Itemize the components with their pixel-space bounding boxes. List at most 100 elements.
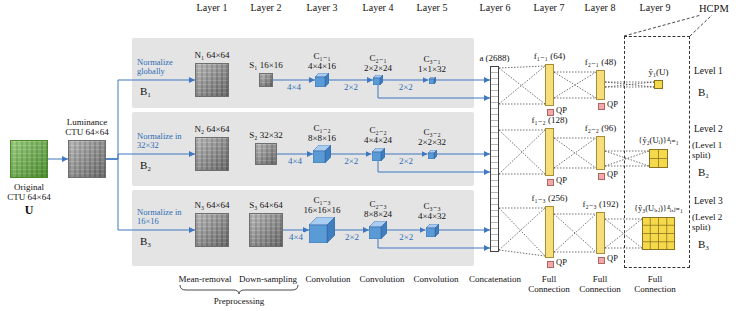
cube-face xyxy=(426,228,435,237)
arrow-connector xyxy=(439,230,491,231)
conv-feature-cube: C₃₋₃ 4×4×32 xyxy=(426,224,439,237)
stage-caption: Concatenation xyxy=(469,274,521,284)
connection-line xyxy=(499,208,545,256)
node-label-group: f₁₋₂ (128) xyxy=(532,115,568,125)
fc-layer-bar: f₂₋₁ (48) xyxy=(596,70,605,100)
stage-caption: Mean-removal xyxy=(179,274,232,284)
connection-line xyxy=(499,68,545,104)
node-label-group: ŷ₁(U) xyxy=(648,67,668,77)
layer-header: Layer 2 xyxy=(251,2,282,13)
cube-drawing xyxy=(429,77,436,84)
node-label: f₁₋₂ (128) xyxy=(532,115,568,125)
grid-line xyxy=(649,158,668,159)
connection-line xyxy=(499,130,545,174)
cube-face xyxy=(434,150,437,159)
connection-line xyxy=(499,104,545,105)
layer-header: Layer 5 xyxy=(417,2,448,13)
node-label: B₂ xyxy=(140,159,151,171)
layer-header: Layer 6 xyxy=(480,2,511,13)
cube-drawing xyxy=(313,145,331,163)
feature-map-image: N₁ 64×64 xyxy=(195,63,229,97)
fc-layer-bar: f₁₋₂ (128) xyxy=(545,128,554,176)
edge-label: 2×2 xyxy=(343,82,359,92)
node-label-group: C₂₋₃ 8×8×24 xyxy=(358,199,398,219)
connection-line xyxy=(605,151,649,166)
node-label-group: f₁₋₃ (256) xyxy=(532,193,568,203)
node-label-group: f₂₋₃ (192) xyxy=(583,199,619,209)
label-group: Layer 9 xyxy=(640,2,671,13)
node-label-group: Luminance CTU 64×64 xyxy=(64,117,110,137)
cube-face xyxy=(381,221,387,239)
cube-drawing xyxy=(426,224,439,237)
stage-caption: Preprocessing xyxy=(214,296,265,306)
preprocessing-brace xyxy=(180,285,298,294)
connection-line xyxy=(605,151,649,166)
cube-drawing xyxy=(373,75,383,85)
node-label-group: C₁₋₁ 4×4×16 xyxy=(302,51,342,71)
qp-label: QP xyxy=(556,176,567,186)
connection-line xyxy=(554,72,596,73)
connection-line xyxy=(554,214,596,215)
connection-line xyxy=(605,166,649,167)
stage-caption: Full Connection xyxy=(526,274,572,294)
arrow-connector xyxy=(378,85,490,98)
full-connection-lines xyxy=(499,130,545,174)
feature-map-image: S₁ 16×16 xyxy=(259,73,273,87)
node-label-group: C₂₋₁ 2×2×24 xyxy=(358,53,398,73)
layer-header: Layer 4 xyxy=(363,2,394,13)
full-connection-lines xyxy=(605,82,654,87)
arrow-connector xyxy=(106,154,195,159)
node-label: N₁ 64×64 xyxy=(195,50,230,60)
connection-line xyxy=(499,66,545,68)
node-label-group: C₃₋₃ 4×4×32 xyxy=(412,201,452,221)
label-group: QP xyxy=(607,100,618,110)
cube-face xyxy=(369,227,381,239)
edge-label: 2×2 xyxy=(344,232,360,242)
conv-feature-cube: C₃₋₂ 2×2×32 xyxy=(428,150,437,159)
edge-label: 4×4 xyxy=(287,156,303,166)
edge-label: 2×2 xyxy=(398,82,414,92)
cube-face xyxy=(381,148,385,161)
node-label-group: f₂₋₂ (96) xyxy=(585,123,616,133)
layer-header: Layer 7 xyxy=(534,2,565,13)
label-group: QP xyxy=(556,258,567,268)
qp-input-square xyxy=(598,103,605,110)
label-group: (Level 2 split) xyxy=(692,212,734,232)
level-label: (Level 1 split) xyxy=(692,140,734,160)
qp-label: QP xyxy=(607,254,618,264)
cube-face xyxy=(428,153,434,159)
edge-label-group: 2×2 xyxy=(398,156,414,166)
label-group: Level 1 xyxy=(694,66,723,77)
arrow-connector xyxy=(48,159,68,160)
label-group: Layer 1 xyxy=(197,2,228,13)
full-connection-lines xyxy=(554,138,596,168)
node-label-group: C₃₋₁ 1×1×32 xyxy=(412,54,452,74)
cube-face xyxy=(313,151,325,163)
output-grid: ŷ₁(U) xyxy=(654,80,663,89)
cube-face xyxy=(373,78,380,85)
connection-line xyxy=(554,252,596,253)
output-grid: {ŷ₃(Uᵢ,ⱼ)}⁴ᵢ,ⱼ₌₁ xyxy=(642,217,675,250)
node-label-group: {ŷ₃(Uᵢ,ⱼ)}⁴ᵢ,ⱼ₌₁ xyxy=(634,204,683,214)
label-group: Layer 6 xyxy=(480,2,511,13)
connection-line xyxy=(554,138,596,168)
label-group: QP xyxy=(607,170,618,180)
conv-feature-cube: C₁₋₁ 4×4×16 xyxy=(315,73,329,87)
label-group: Layer 8 xyxy=(585,2,616,13)
edge-label-group: 4×4 xyxy=(286,82,302,92)
node-label: C₂₋₃ 8×8×24 xyxy=(358,199,398,219)
label-group: Convolution xyxy=(359,274,404,284)
layer-header: Layer 9 xyxy=(640,2,671,13)
node-label: C₂₋₂ 4×4×24 xyxy=(358,125,398,145)
fc-layer-bar: f₁₋₃ (256) xyxy=(545,206,554,258)
conv-feature-cube: C₂₋₁ 2×2×24 xyxy=(373,75,383,85)
label-group: Convolution xyxy=(305,274,350,284)
node-label-group: HCPM xyxy=(699,3,729,15)
stage-caption: Full Connection xyxy=(632,274,678,294)
node-label: U xyxy=(6,204,52,217)
node-label: ŷ₁(U) xyxy=(648,67,668,77)
edge-label: Normalize globally xyxy=(136,58,190,77)
connection-line xyxy=(554,98,596,99)
connection-line xyxy=(499,208,545,209)
